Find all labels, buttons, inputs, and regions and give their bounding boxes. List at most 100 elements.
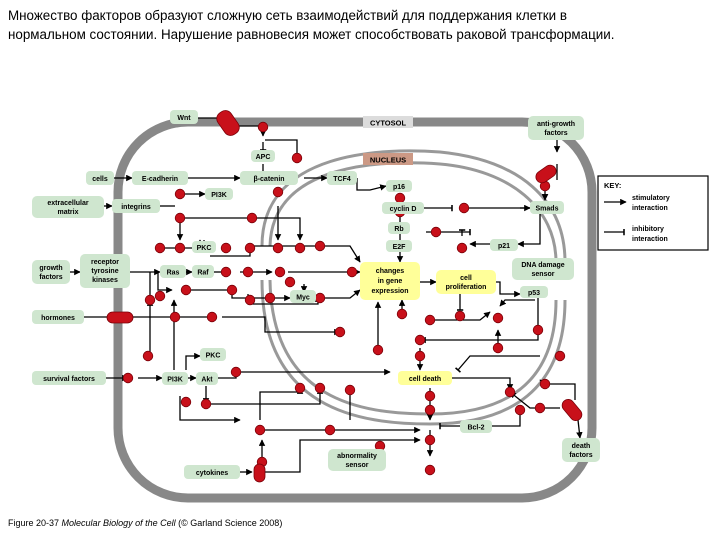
hormones-box: hormones: [32, 310, 84, 324]
svg-text:cytokines: cytokines: [196, 470, 228, 477]
dna-damage-sensor-box: DNA damage sensor: [512, 258, 574, 280]
svg-text:KEY:: KEY:: [604, 181, 621, 190]
svg-text:survival factors: survival factors: [43, 376, 95, 383]
svg-text:interaction: interaction: [632, 236, 668, 243]
svg-text:factors: factors: [39, 274, 62, 281]
svg-text:factors: factors: [569, 452, 592, 459]
rb-box: Rb: [388, 222, 410, 234]
svg-text:Akt: Akt: [201, 377, 213, 384]
cyclin-d-box: cyclin D: [382, 202, 424, 214]
anti-growth-factors-box: anti-growth factors: [528, 116, 584, 140]
svg-text:E2F: E2F: [393, 244, 407, 251]
svg-text:matrix: matrix: [57, 209, 78, 216]
tcf4-box: TCF4: [327, 171, 357, 185]
svg-text:NUCLEUS: NUCLEUS: [370, 156, 406, 165]
integrins-box: integrins: [112, 199, 160, 213]
svg-text:E-cadherin: E-cadherin: [142, 176, 178, 183]
e2f-box: E2F: [386, 240, 412, 252]
svg-text:death: death: [572, 443, 591, 450]
svg-text:sensor: sensor: [532, 271, 555, 278]
svg-text:anti-growth: anti-growth: [537, 121, 575, 128]
svg-text:PI3K: PI3K: [211, 192, 227, 199]
svg-text:cells: cells: [92, 176, 108, 183]
cell-proliferation-box: cell proliferation: [436, 270, 496, 294]
svg-text:receptor: receptor: [91, 259, 119, 266]
svg-text:cell: cell: [460, 275, 472, 282]
svg-text:β-catenin: β-catenin: [253, 176, 284, 183]
p53-box: p53: [520, 286, 548, 298]
svg-text:DNA damage: DNA damage: [521, 262, 564, 269]
svg-text:tyrosine: tyrosine: [91, 268, 118, 275]
figure-number: Figure 20-37: [8, 518, 60, 528]
e-cadherin-box: E-cadherin: [132, 171, 188, 185]
pkc-top-box: PKC: [192, 241, 216, 253]
svg-text:PI3K: PI3K: [167, 377, 183, 384]
svg-text:proliferation: proliferation: [446, 284, 487, 291]
bcl2-box: Bcl-2: [460, 420, 492, 433]
figure-caption: Figure 20-37 Molecular Biology of the Ce…: [8, 518, 282, 528]
svg-text:cyclin D: cyclin D: [390, 206, 417, 213]
svg-text:factors: factors: [544, 130, 567, 137]
svg-text:Smads: Smads: [536, 206, 559, 213]
cell-membrane: [113, 117, 597, 503]
receptor-tyrosine-kinases-box: receptor tyrosine kinases: [80, 254, 130, 288]
svg-text:stimulatory: stimulatory: [632, 195, 670, 202]
pi3k-top-box: PI3K: [205, 188, 233, 200]
akt-box: Akt: [196, 372, 218, 385]
cytosol-label: CYTOSOL: [363, 116, 413, 128]
pkc-low-box: PKC: [200, 348, 226, 361]
svg-text:integrins: integrins: [121, 204, 151, 211]
intro-paragraph: Множество факторов образуют сложную сеть…: [8, 8, 615, 42]
cytokines-box: cytokines: [184, 465, 240, 479]
changes-in-gene-expression-box: changes in gene expression: [360, 262, 420, 300]
pi3k-low-box: PI3K: [162, 372, 188, 385]
svg-text:sensor: sensor: [346, 462, 369, 469]
apc-box: APC: [251, 150, 275, 162]
svg-text:CYTOSOL: CYTOSOL: [370, 119, 407, 128]
svg-text:p53: p53: [528, 290, 540, 297]
ras-box: Ras: [160, 265, 186, 278]
copyright-credit: (© Garland Science 2008): [178, 518, 283, 528]
svg-text:expression: expression: [372, 288, 409, 295]
cells-box: cells: [86, 171, 114, 185]
svg-text:growth: growth: [39, 265, 62, 272]
svg-text:PKC: PKC: [206, 353, 221, 360]
wnt-box: Wnt: [170, 110, 198, 124]
svg-text:Rb: Rb: [394, 226, 403, 233]
p16-box: p16: [386, 180, 412, 192]
svg-text:kinases: kinases: [92, 277, 118, 284]
svg-text:Bcl-2: Bcl-2: [467, 425, 484, 432]
interaction-lines: [70, 117, 583, 476]
beta-catenin-box: β-catenin: [240, 171, 298, 185]
smads-box: Smads: [530, 201, 564, 214]
extracellular-matrix-box: extracellular matrix: [32, 196, 104, 218]
svg-text:inhibitory: inhibitory: [632, 226, 664, 233]
svg-text:TCF4: TCF4: [333, 176, 351, 183]
svg-text:in gene: in gene: [378, 278, 403, 285]
svg-text:Ras: Ras: [167, 270, 180, 277]
svg-text:interaction: interaction: [632, 205, 668, 212]
svg-text:extracellular: extracellular: [47, 200, 89, 207]
book-title: Molecular Biology of the Cell: [61, 518, 176, 528]
svg-text:abnormality: abnormality: [337, 453, 377, 460]
abnormality-sensor-box: abnormality sensor: [328, 449, 386, 471]
svg-text:Raf: Raf: [197, 270, 209, 277]
svg-text:Myc: Myc: [296, 295, 310, 302]
raf-box: Raf: [192, 265, 214, 278]
svg-text:APC: APC: [256, 154, 271, 161]
survival-factors-box: survival factors: [32, 371, 106, 385]
myc-box: Myc: [290, 290, 316, 303]
p21-box: p21: [490, 239, 518, 251]
network-nodes: [122, 121, 566, 476]
cell-death-box: cell death: [398, 371, 452, 385]
svg-text:changes: changes: [376, 268, 405, 275]
svg-text:p21: p21: [498, 243, 510, 250]
svg-text:p16: p16: [393, 184, 405, 191]
death-factors-box: death factors: [562, 438, 600, 462]
svg-text:Wnt: Wnt: [177, 115, 191, 122]
svg-text:hormones: hormones: [41, 315, 75, 322]
legend-key: KEY: stimulatory interaction inhibitory …: [597, 175, 709, 251]
growth-factors-box: growth factors: [32, 260, 70, 284]
nucleus-label: NUCLEUS: [363, 153, 413, 165]
